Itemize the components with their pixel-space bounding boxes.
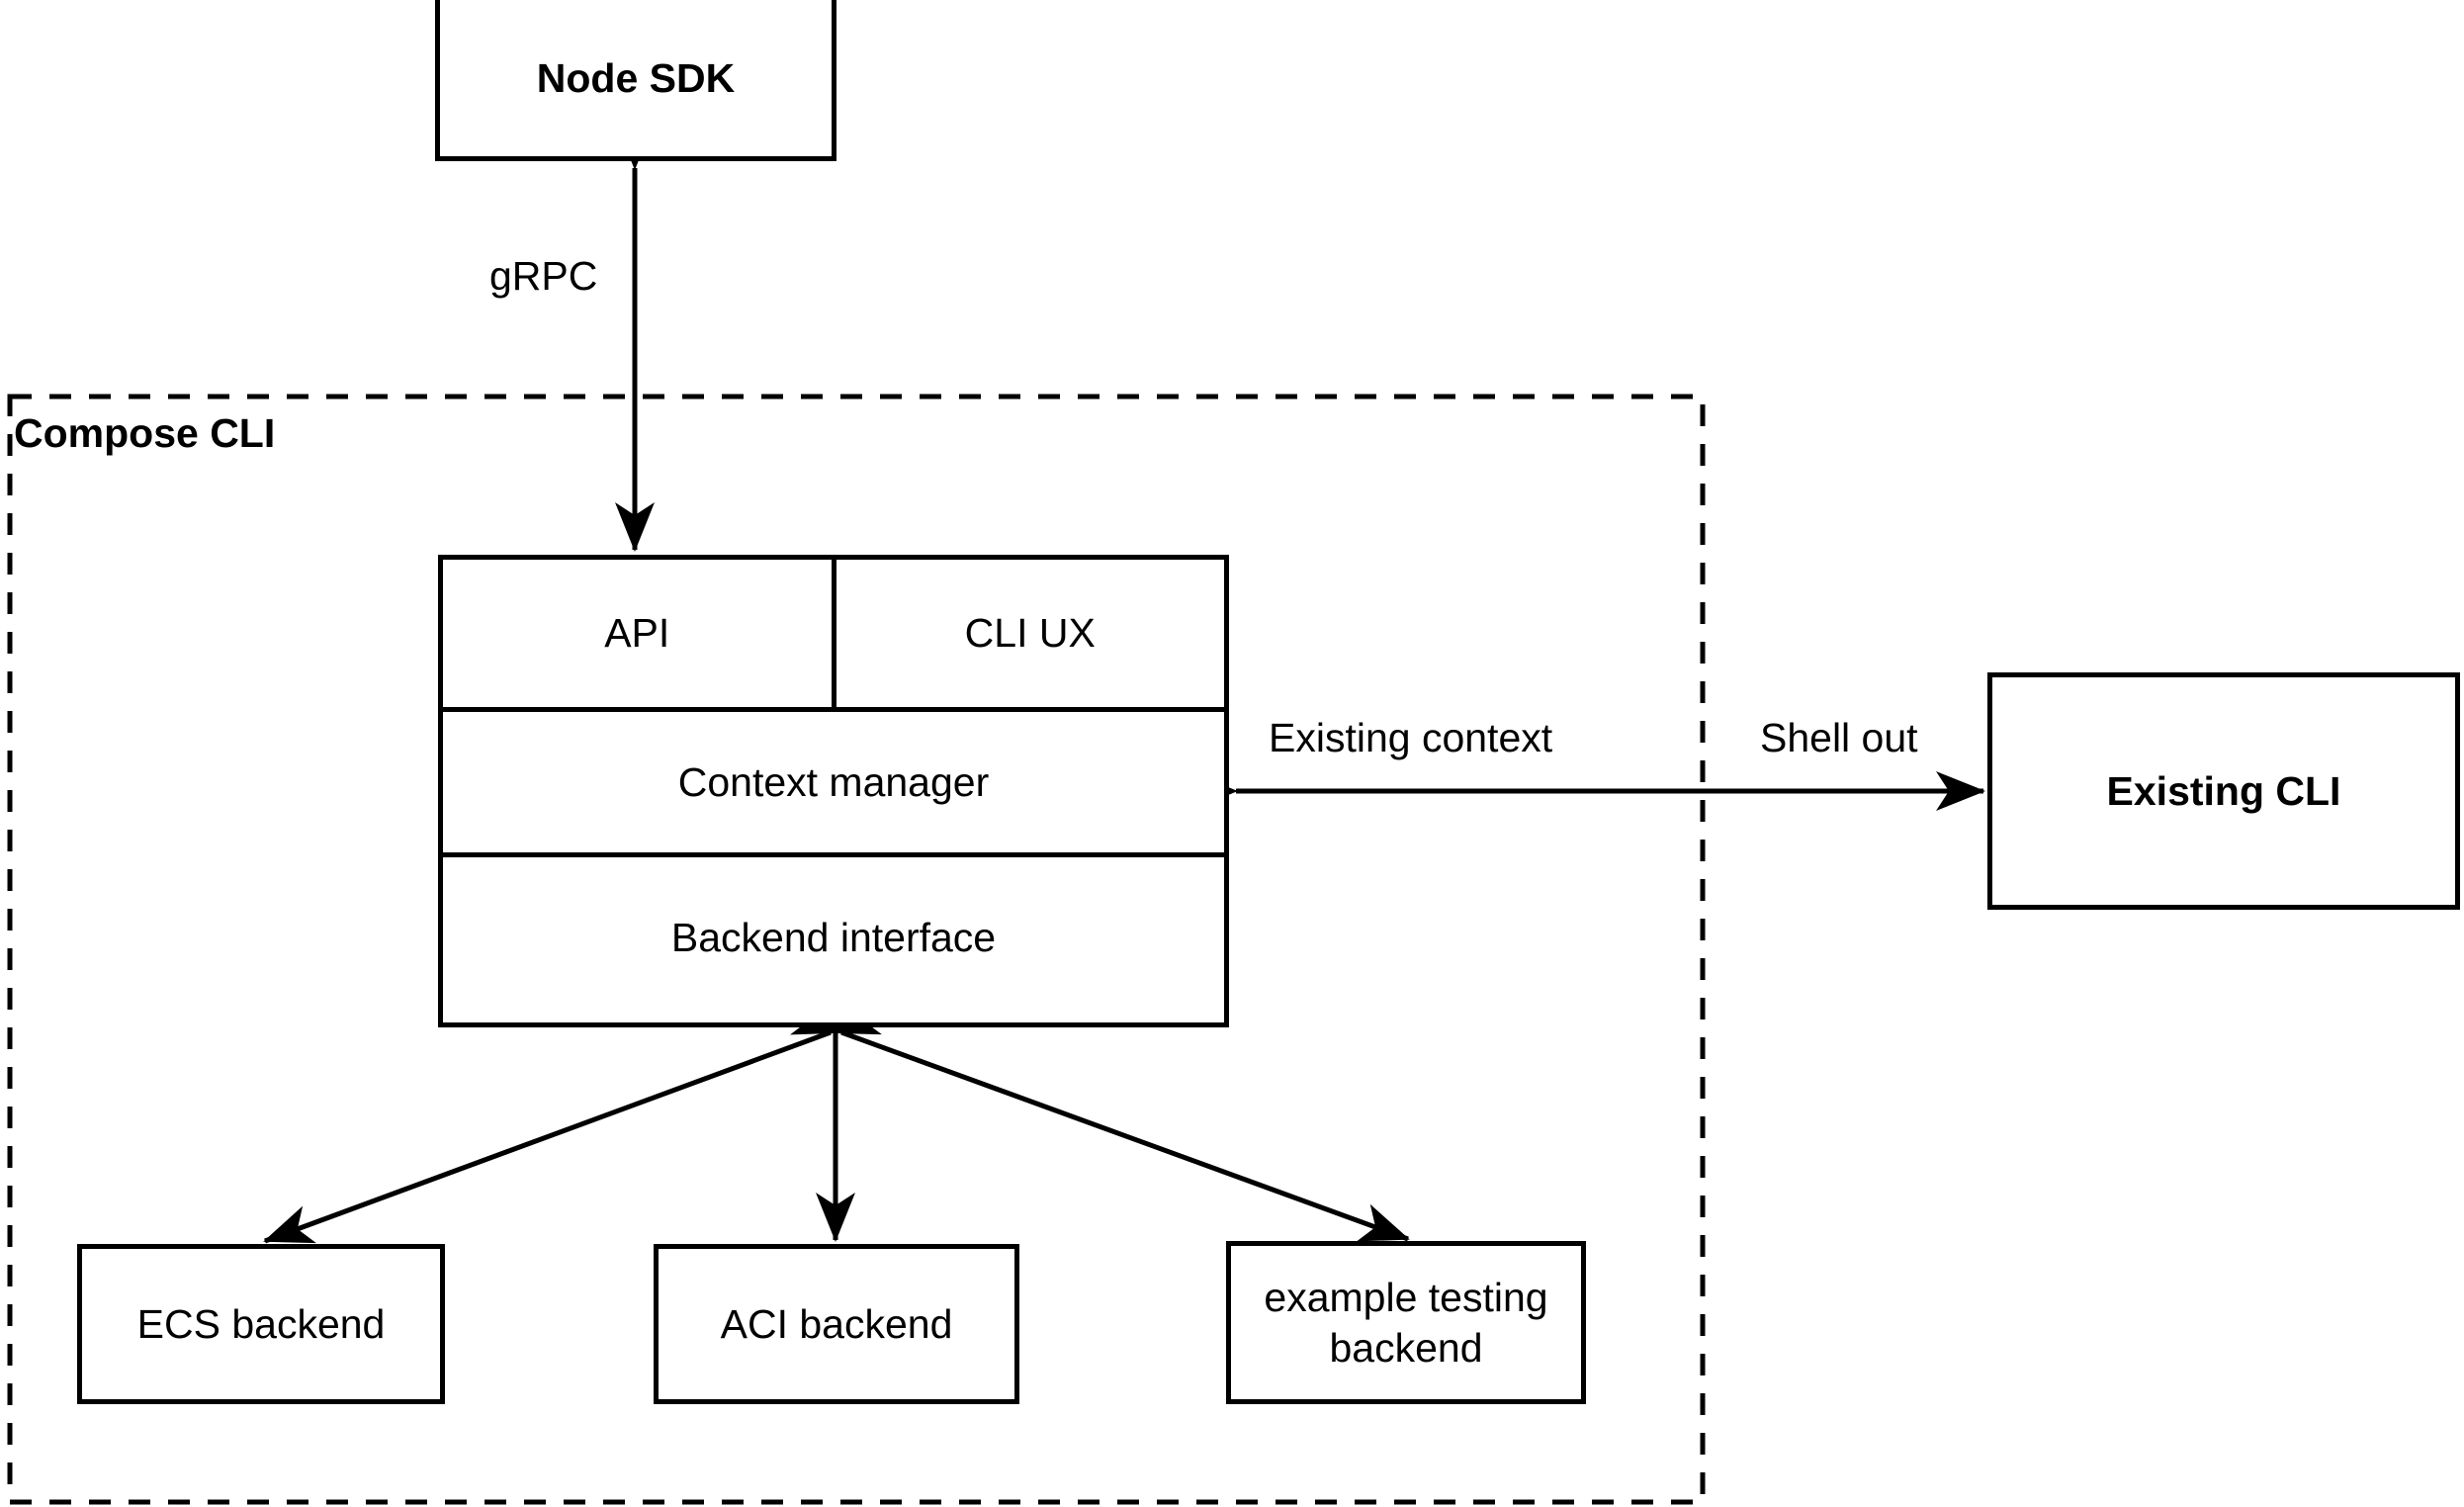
backend-ecs-connector (263, 997, 882, 1244)
compose-cli-stack: API CLI UX Context manager Backend inter… (438, 555, 1229, 1027)
stack-row-api-cliux: API CLI UX (443, 560, 1224, 712)
node-label-node-sdk: Node SDK (536, 54, 736, 101)
node-label-cli-ux: CLI UX (964, 610, 1096, 656)
node-label-aci-backend: ACI backend (720, 1300, 953, 1347)
node-label-context-manager: Context manager (677, 758, 990, 805)
node-label-existing-cli: Existing CLI (2106, 767, 2341, 814)
node-label-api: API (604, 610, 670, 656)
node-box-aci-backend[interactable]: ACI backend (654, 1244, 1019, 1404)
compose-cli-group-label: Compose CLI (14, 410, 276, 456)
node-label-ecs-backend: ECS backend (136, 1300, 386, 1347)
node-box-node-sdk[interactable]: Node SDK (435, 0, 836, 161)
node-box-example-testing-backend[interactable]: example testing backend (1226, 1241, 1586, 1404)
node-cell-cli-ux[interactable]: CLI UX (836, 560, 1225, 707)
node-cell-context-manager[interactable]: Context manager (443, 712, 1224, 852)
edge-label-existing-context: Existing context (1269, 715, 1553, 760)
compose-cli-group-boundary (7, 394, 1706, 1505)
stack-row-context-manager: Context manager (443, 712, 1224, 857)
edge-label-shell-out: Shell out (1760, 715, 1918, 760)
node-label-example-testing-backend: example testing backend (1264, 1275, 1548, 1371)
stack-row-backend-interface: Backend interface (443, 857, 1224, 1018)
node-cell-api[interactable]: API (443, 560, 836, 707)
node-label-backend-interface: Backend interface (670, 914, 997, 960)
edge-label-grpc: gRPC (489, 253, 598, 299)
node-box-ecs-backend[interactable]: ECS backend (77, 1244, 445, 1404)
node-box-existing-cli[interactable]: Existing CLI (1987, 672, 2460, 910)
backend-example-connector (790, 997, 1410, 1242)
node-cell-backend-interface[interactable]: Backend interface (443, 857, 1224, 1018)
